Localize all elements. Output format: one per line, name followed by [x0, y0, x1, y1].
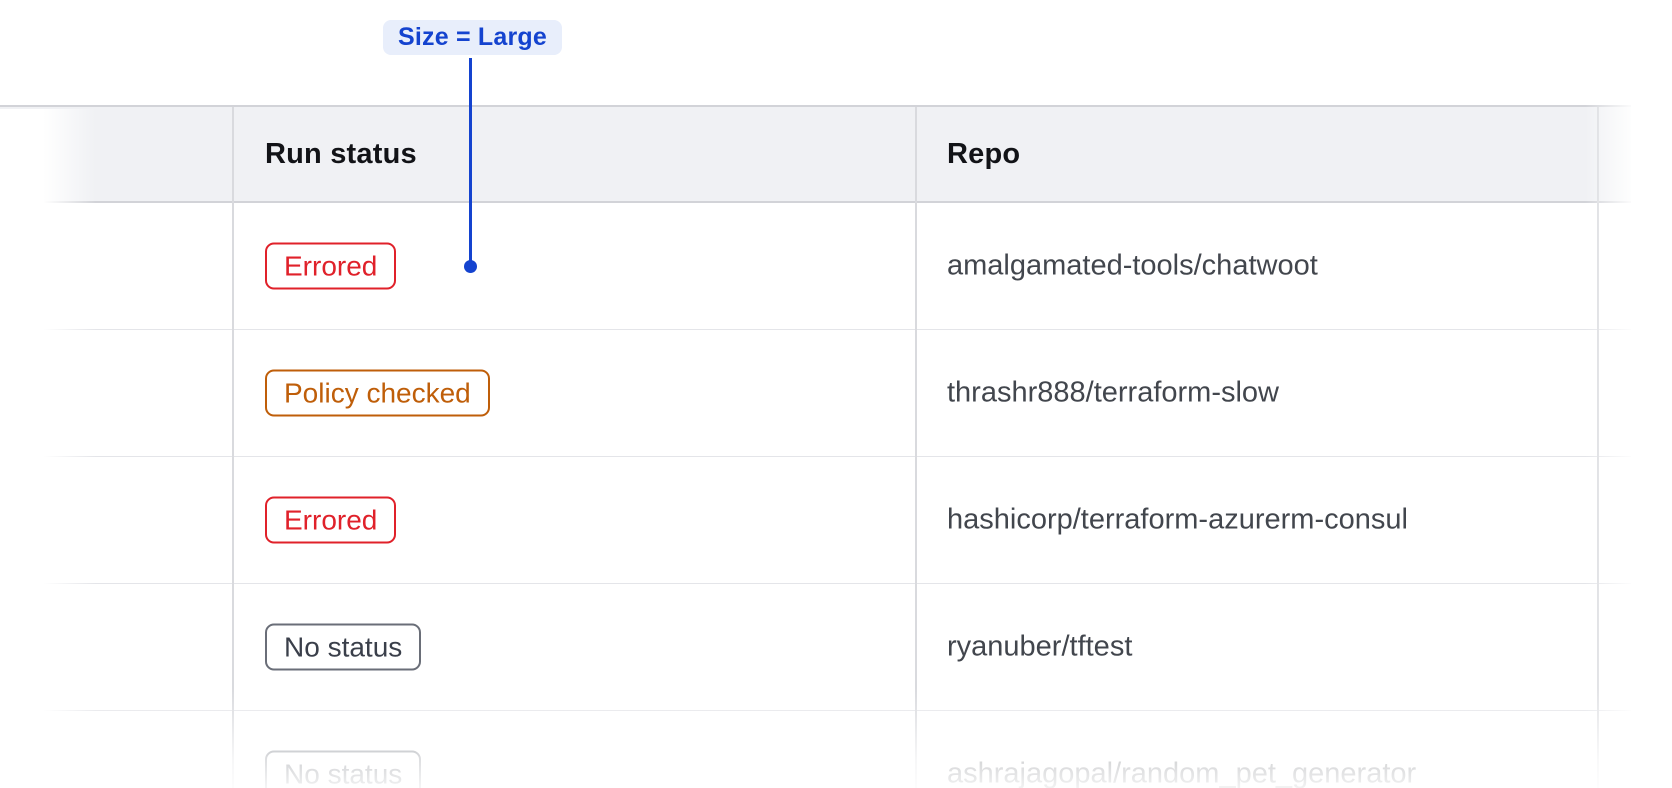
table-top-border: [0, 105, 1631, 107]
table-row[interactable]: Errored amalgamated-tools/chatwoot: [0, 203, 1631, 330]
annotation-connector-dot: [464, 260, 477, 273]
left-edge-fade: [0, 109, 96, 788]
size-annotation-label: Size = Large: [383, 20, 562, 55]
column-divider: [232, 107, 234, 788]
table-row[interactable]: Policy checked thrashr888/terraform-slow: [0, 330, 1631, 457]
repo-name: hashicorp/terraform-azurerm-consul: [947, 504, 1408, 537]
repo-name: thrashr888/terraform-slow: [947, 377, 1279, 410]
column-header-run-status: Run status: [265, 107, 417, 201]
column-divider: [915, 107, 917, 788]
column-header-repo: Repo: [947, 107, 1020, 201]
right-edge-fade: [1585, 0, 1672, 788]
table-row[interactable]: Errored hashicorp/terraform-azurerm-consu…: [0, 457, 1631, 584]
run-status-badge: No status: [265, 624, 421, 671]
run-status-badge: Errored: [265, 243, 396, 290]
run-status-badge: Errored: [265, 497, 396, 544]
table-header-row: Run status Repo: [0, 107, 1631, 203]
repo-name: ryanuber/tftest: [947, 631, 1132, 664]
run-status-badge: Policy checked: [265, 370, 490, 417]
bottom-edge-fade: [0, 688, 1672, 788]
annotation-connector-line: [469, 58, 472, 262]
repo-name: amalgamated-tools/chatwoot: [947, 250, 1318, 283]
